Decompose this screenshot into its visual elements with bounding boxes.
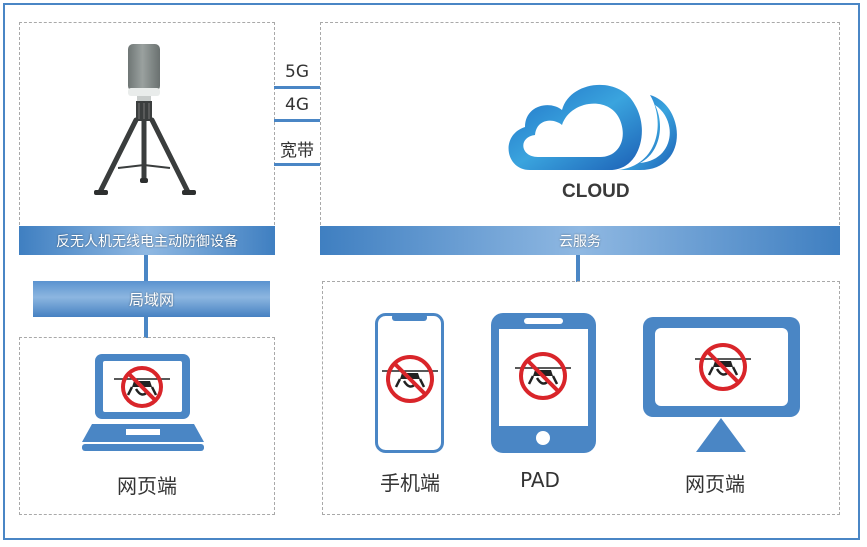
no-drone-icon bbox=[114, 366, 170, 408]
cloud-service-band: 云服务 bbox=[320, 226, 840, 255]
link-line-broadband bbox=[274, 163, 320, 166]
laptop-icon bbox=[82, 354, 204, 451]
device-to-lan-connector bbox=[144, 255, 148, 282]
cloud-logo-icon bbox=[508, 84, 677, 170]
device-title: 反无人机无线电主动防御设备 bbox=[56, 233, 238, 250]
lan-to-client-connector bbox=[144, 317, 148, 338]
link-line-5g bbox=[274, 86, 320, 89]
diagram-frame bbox=[3, 3, 860, 540]
link-line-4g bbox=[274, 119, 320, 122]
tripod-device-image bbox=[94, 44, 196, 195]
tablet-icon bbox=[491, 313, 596, 453]
phone-icon bbox=[375, 313, 444, 453]
cloud-logo-text: CLOUD bbox=[562, 181, 630, 202]
no-drone-icon bbox=[382, 355, 438, 403]
cloud-to-clients-connector bbox=[576, 255, 580, 282]
cloud-service-label: 云服务 bbox=[559, 233, 601, 250]
device-title-band: 反无人机无线电主动防御设备 bbox=[19, 226, 275, 255]
no-drone-icon bbox=[515, 352, 571, 400]
lan-client-label: 网页端 bbox=[117, 474, 177, 498]
link-label-4g: 4G bbox=[285, 95, 309, 115]
no-drone-icon bbox=[695, 343, 751, 391]
cloud-clients-panel bbox=[322, 281, 840, 515]
monitor-client-label: 网页端 bbox=[685, 472, 745, 496]
link-label-5g: 5G bbox=[285, 62, 309, 82]
link-label-broadband: 宽带 bbox=[280, 141, 314, 161]
lan-band: 局域网 bbox=[33, 281, 270, 317]
monitor-icon bbox=[643, 317, 800, 452]
phone-client-label: 手机端 bbox=[380, 471, 440, 495]
lan-label: 局域网 bbox=[128, 290, 174, 309]
tablet-client-label: PAD bbox=[520, 468, 560, 492]
lan-client-panel bbox=[19, 337, 275, 515]
